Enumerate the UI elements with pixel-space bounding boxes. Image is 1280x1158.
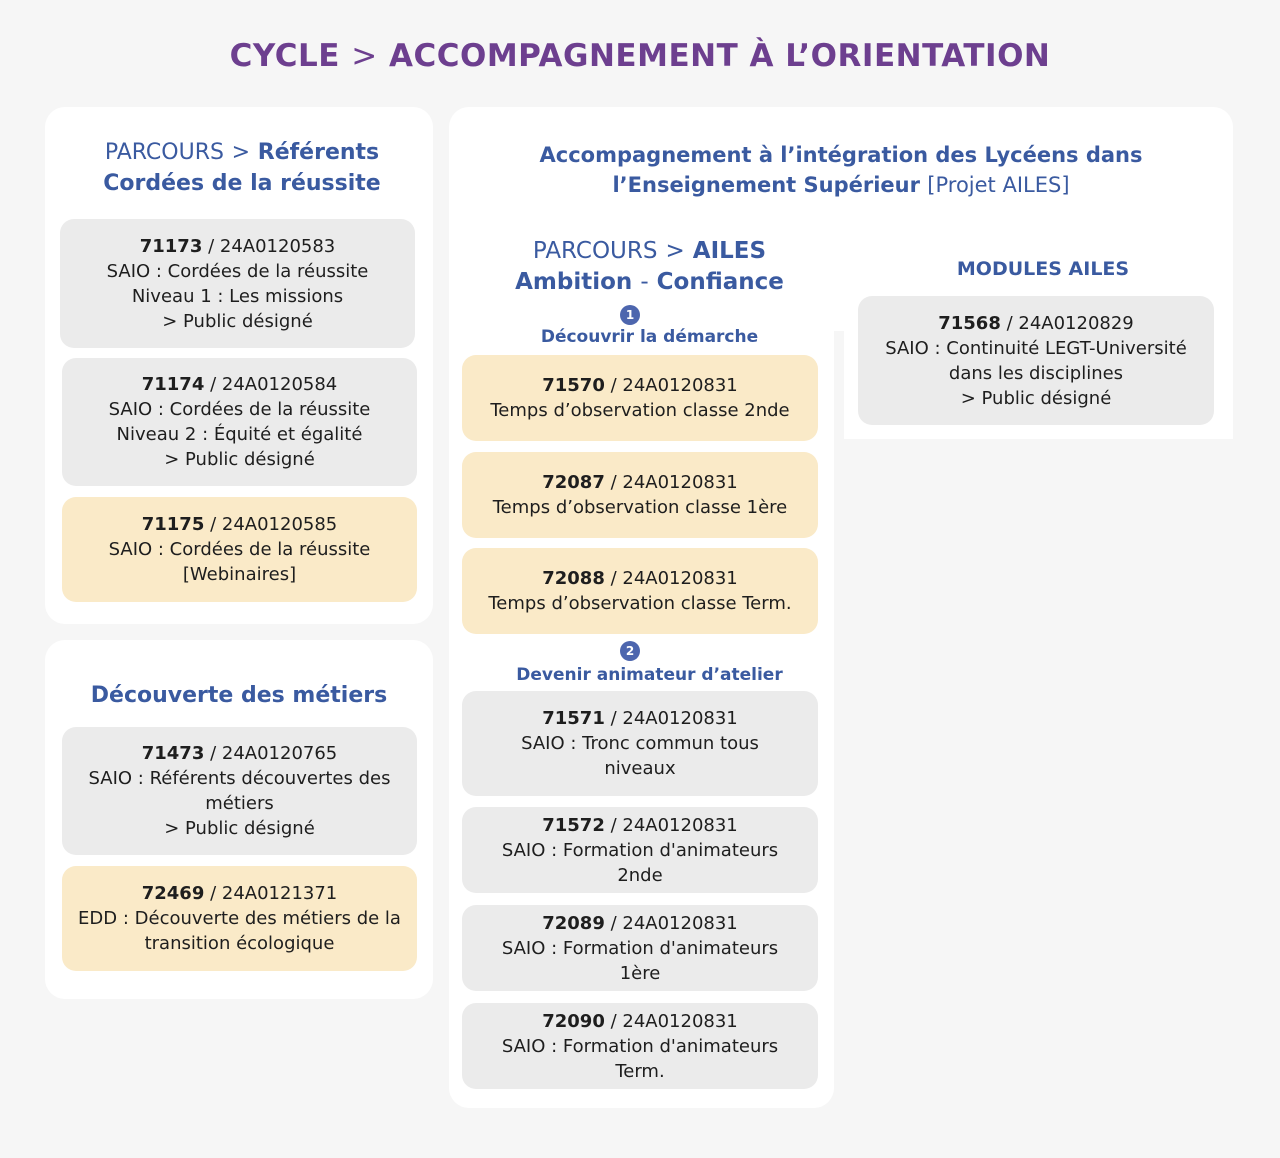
card-ref: 24A0120831 [622,1010,738,1032]
card-line: SAIO : Formation d'animateurs [501,937,779,959]
modules-bold: AILES [1068,258,1130,280]
card-code: 72089 [542,912,605,934]
heading-bold2: Cordées de la réussite [103,171,381,196]
title-separator: > [351,38,378,74]
heading-ailes: Accompagnement à l’intégration des Lycée… [449,140,1233,200]
step-2-label: Devenir animateur d’atelier [516,665,783,685]
card-72090[interactable]: 72090 / 24A0120831 SAIO : Formation d'an… [462,1003,818,1089]
card-ref: 24A0120583 [219,235,336,257]
card-71175[interactable]: 71175 / 24A0120585 SAIO : Cordées de la … [62,497,417,602]
card-line: Temps d’observation classe 2nde [490,400,790,421]
card-line: Term. [615,1060,665,1082]
card-line: > Public désigné [164,449,315,470]
card-72087[interactable]: 72087 / 24A0120831 Temps d’observation c… [462,452,818,538]
card-code: 71473 [141,743,205,764]
heading-metiers: Découverte des métiers [90,683,388,708]
card-72088[interactable]: 72088 / 24A0120831 Temps d’observation c… [462,548,818,634]
card-71173[interactable]: 71173 / 24A0120583 SAIO : Cordées de la … [60,219,415,348]
card-line: > Public désigné [162,310,313,332]
page-title: CYCLE > ACCOMPAGNEMENT À L’ORIENTATION [0,38,1280,74]
parcours-bold1: AILES [692,238,767,264]
heading-separator: > [231,140,251,165]
heading-parcours-ailes: PARCOURS > AILES Ambition - Confiance [462,236,837,298]
card-ref: 24A0120765 [221,743,338,764]
heading-bold2: l’Enseignement Supérieur [612,173,920,197]
panel-ailes-top [449,107,1233,331]
card-line: 1ère [619,962,661,984]
card-ref: 24A0120831 [622,375,738,396]
card-line: Niveau 2 : Équité et égalité [116,424,363,445]
card-line: SAIO : Cordées de la réussite [108,399,371,420]
card-code: 71175 [141,514,205,535]
card-71174[interactable]: 71174 / 24A0120584 SAIO : Cordées de la … [62,358,417,486]
card-ref: 24A0120829 [1018,312,1134,334]
card-line: Niveau 1 : Les missions [131,285,344,307]
step-1-badge: 1 [620,305,640,325]
card-code: 72087 [542,472,605,493]
card-line: [Webinaires] [182,564,297,585]
card-line: SAIO : Cordées de la réussite [108,539,371,560]
card-ref: 24A0120584 [221,374,338,395]
card-72469[interactable]: 72469 / 24A0121371 EDD : Découverte des … [62,866,417,971]
card-line: SAIO : Référents découvertes des [88,768,391,789]
card-ref: 24A0120831 [622,472,738,493]
card-line: > Public désigné [960,387,1112,409]
card-line: SAIO : Formation d'animateurs [501,1035,779,1057]
parcours-separator: > [665,238,685,264]
heading-cordees: PARCOURS > Référents Cordées de la réuss… [45,137,439,199]
card-ref: 24A0120831 [622,814,738,836]
modules-prefix: MODULES [956,258,1062,280]
card-ref: 24A0120831 [622,568,738,589]
card-code: 71568 [938,312,1001,334]
heading-prefix: PARCOURS [104,140,224,165]
card-line: SAIO : Cordées de la réussite [106,260,369,282]
card-line: niveaux [604,758,676,779]
card-71473[interactable]: 71473 / 24A0120765 SAIO : Référents déco… [62,727,417,855]
heading-project: [Projet AILES] [927,173,1070,197]
card-71571[interactable]: 71571 / 24A0120831 SAIO : Tronc commun t… [462,691,818,796]
heading-bold1: Accompagnement à l’intégration des Lycée… [539,143,1143,167]
card-71572[interactable]: 71572 / 24A0120831 SAIO : Formation d'an… [462,807,818,893]
title-part1: CYCLE [229,38,340,74]
card-code: 71174 [141,374,205,395]
card-line: SAIO : Formation d'animateurs [501,839,779,861]
card-code: 72469 [141,883,205,904]
card-code: 71572 [542,814,605,836]
card-ref: 24A0121371 [221,883,338,904]
card-code: 71173 [139,235,203,257]
heading-modules: MODULES AILES [849,254,1237,285]
card-ref: 24A0120831 [622,708,738,729]
heading-bold1: Référents [257,140,380,165]
card-line: transition écologique [144,933,335,954]
card-line: EDD : Découverte des métiers de la [78,908,401,929]
card-71568[interactable]: 71568 / 24A0120829 SAIO : Continuité LEG… [858,296,1214,425]
card-ref: 24A0120585 [221,514,338,535]
card-code: 72088 [542,568,605,589]
card-ref: 24A0120831 [622,912,738,934]
parcours-ambition: Ambition [515,269,633,295]
step-2-badge: 2 [620,641,640,661]
card-72089[interactable]: 72089 / 24A0120831 SAIO : Formation d'an… [462,905,818,991]
card-code: 71571 [542,708,605,729]
parcours-prefix: PARCOURS [532,238,658,264]
parcours-dash: - [640,269,649,295]
step-1-label: Découvrir la démarche [540,327,759,347]
card-line: SAIO : Tronc commun tous [521,733,759,754]
card-71570[interactable]: 71570 / 24A0120831 Temps d’observation c… [462,355,818,441]
title-part2: ACCOMPAGNEMENT À L’ORIENTATION [388,38,1051,74]
card-line: > Public désigné [164,818,315,839]
parcours-confiance: Confiance [656,269,784,295]
card-line: 2nde [617,864,663,886]
card-line: Temps d’observation classe 1ère [492,497,788,518]
card-line: dans les disciplines [948,362,1124,384]
card-line: SAIO : Continuité LEGT-Université [885,337,1187,359]
card-code: 71570 [542,375,605,396]
card-code: 72090 [542,1010,605,1032]
card-line: métiers [205,793,274,814]
card-line: Temps d’observation classe Term. [488,593,792,614]
